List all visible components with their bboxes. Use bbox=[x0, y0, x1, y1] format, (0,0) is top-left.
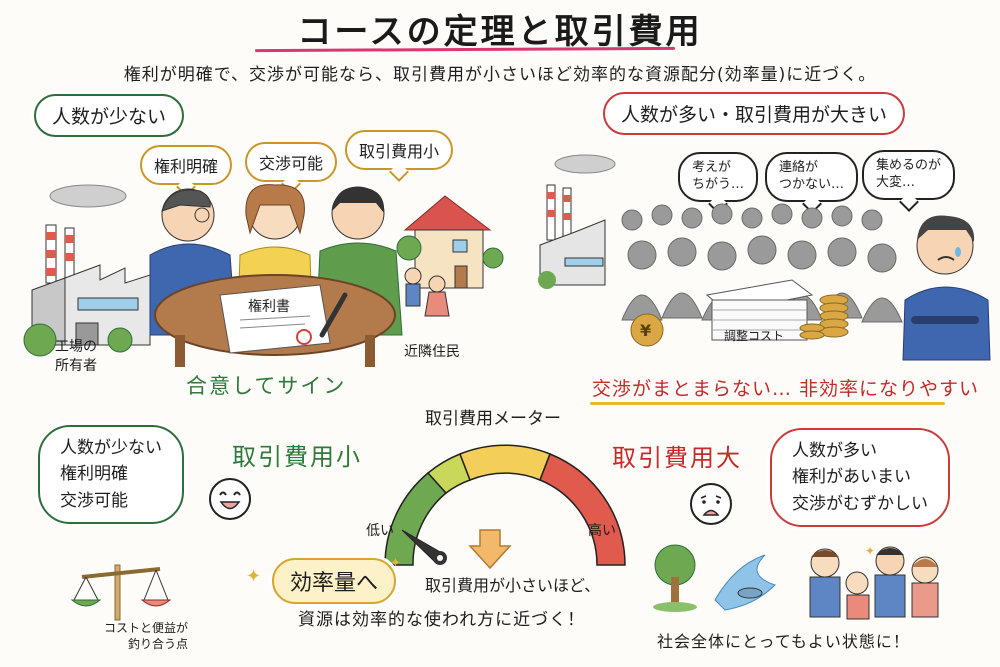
yen-coin-icon bbox=[630, 313, 664, 347]
society-caption: 社会全体にとってもよい状態に！ bbox=[657, 632, 910, 651]
right-heading: 人数が多い・取引費用が大きい bbox=[621, 104, 888, 126]
speech-bubble-hard-to-gather: 集めるのが 大変… bbox=[862, 150, 956, 200]
efficiency-text-line2: 資源は効率的な使われ方に近づく！ bbox=[298, 610, 586, 630]
paper-stack-icon bbox=[705, 279, 814, 341]
condition-many-people: 人数が多い bbox=[792, 441, 877, 461]
river-icon bbox=[714, 554, 776, 611]
condition-few-people: 人数が少ない bbox=[60, 438, 162, 458]
document-title: 権利書 bbox=[248, 298, 290, 315]
right-caption: 交渉がまとまらない… 非効率になりやすい bbox=[592, 378, 980, 400]
paper-stack-label: 調整コスト bbox=[724, 328, 784, 343]
speech-text: 交渉可能 bbox=[259, 154, 324, 173]
speech-bubble-low-cost: 取引費用小 bbox=[345, 130, 454, 170]
condition-rights-clear: 権利明確 bbox=[60, 464, 128, 485]
negotiation-table-illustration: 権利書 bbox=[149, 184, 403, 367]
meter-low-label: 低い bbox=[366, 523, 394, 539]
speech-bubble-different-opinions: 考えが ちがう… bbox=[678, 152, 759, 202]
speech-text: 権利明確 bbox=[154, 157, 219, 176]
society-illustration: ✦ bbox=[653, 544, 939, 620]
worried-owner-illustration bbox=[902, 215, 991, 361]
low-cost-heading: 取引費用小 bbox=[232, 443, 362, 471]
speech-bubble-unreachable: 連絡が つかない… bbox=[765, 152, 859, 202]
high-cost-heading: 取引費用大 bbox=[612, 444, 742, 472]
right-caption-underline bbox=[590, 402, 945, 405]
efficiency-badge: 効率量へ bbox=[272, 558, 397, 604]
left-heading-cloud: 人数が少ない bbox=[34, 94, 185, 137]
house-illustration bbox=[396, 195, 504, 317]
worried-face-icon bbox=[690, 483, 732, 525]
condition-rights-ambiguous: 権利があいまい bbox=[792, 467, 911, 488]
sparkle-icon: ✦ bbox=[246, 566, 262, 587]
factory-illustration bbox=[23, 184, 151, 357]
residents-label: 近隣住民 bbox=[404, 344, 460, 360]
page-title: コースの定理と取引費用 bbox=[297, 12, 703, 52]
efficiency-text-line1: 取引費用が小さいほど、 bbox=[425, 576, 601, 595]
condition-hard-negotiation: 交渉がむずかしい bbox=[792, 493, 928, 514]
speech-text: 取引費用小 bbox=[359, 142, 440, 161]
left-caption: 合意してサイン bbox=[186, 374, 347, 398]
meter-segment-red bbox=[539, 453, 626, 566]
factory-owner-label: 工場の 所有者 bbox=[55, 339, 97, 374]
page-subtitle: 権利が明確で、交渉が可能なら、取引費用が小さいほど効率的な資源配分(効率量)に近… bbox=[123, 65, 877, 85]
sparkle-icon: ✦ bbox=[390, 556, 401, 571]
balance-label: コストと便益が 釣り合う点 bbox=[103, 621, 188, 652]
transaction-cost-meter bbox=[384, 444, 626, 566]
meter-segment-yellow bbox=[459, 444, 551, 481]
left-heading: 人数が少ない bbox=[52, 106, 167, 128]
factory-illustration-right bbox=[538, 154, 616, 289]
high-cost-conditions-cloud: 人数が多い 権利があいまい 交渉がむずかしい bbox=[770, 428, 950, 528]
speech-bubble-negotiable: 交渉可能 bbox=[245, 142, 338, 182]
smile-icon bbox=[209, 478, 251, 520]
fish-icon bbox=[737, 587, 763, 599]
svg-text:¥: ¥ bbox=[640, 321, 651, 340]
speech-bubble-rights-clear: 権利明確 bbox=[140, 145, 233, 185]
coin-stack-icon bbox=[799, 294, 849, 340]
crowd-illustration: 調整コスト ¥ bbox=[621, 203, 903, 347]
svg-text:✦: ✦ bbox=[865, 544, 875, 558]
condition-negotiable: 交渉可能 bbox=[60, 490, 128, 511]
meter-title: 取引費用メーター bbox=[425, 409, 561, 429]
right-heading-cloud: 人数が多い・取引費用が大きい bbox=[603, 92, 906, 135]
meter-high-label: 高い bbox=[588, 523, 616, 539]
low-cost-conditions-cloud: 人数が少ない 権利明確 交渉可能 bbox=[38, 425, 184, 525]
down-arrow-icon bbox=[468, 529, 512, 570]
balance-scale-icon bbox=[70, 564, 172, 621]
